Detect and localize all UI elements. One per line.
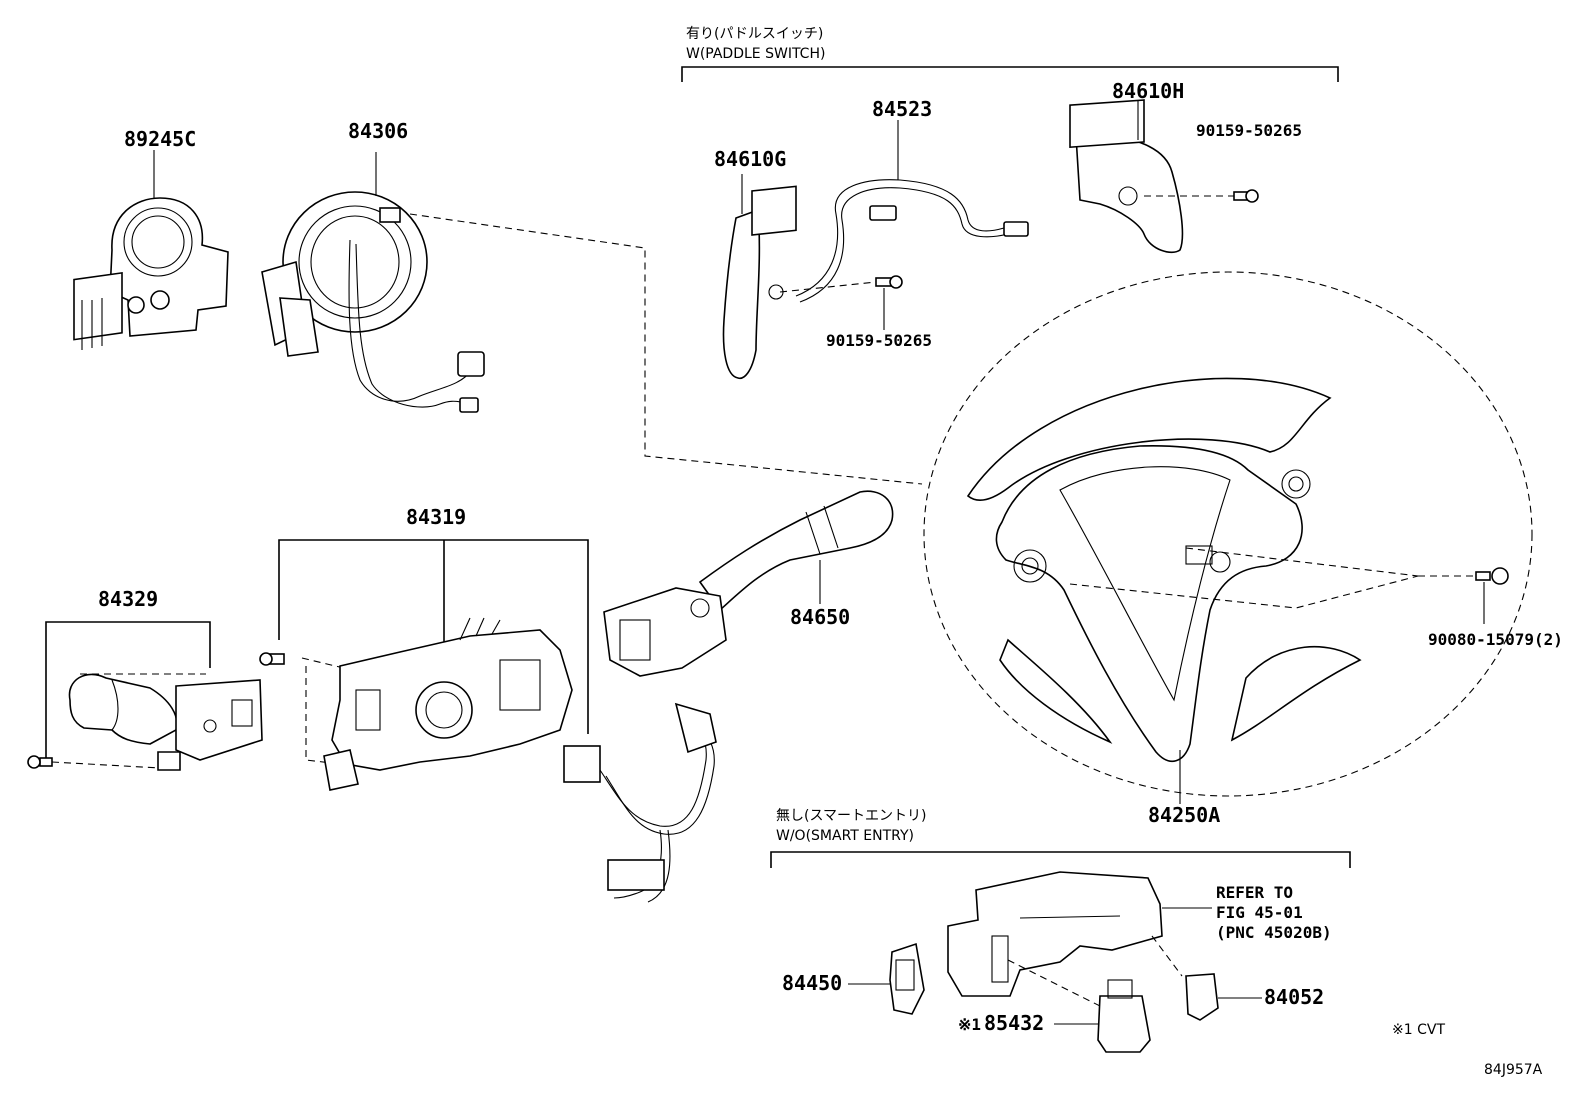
part-label-90080: 90080-15079(2) [1428, 630, 1563, 649]
smart-entry-bracket [770, 851, 1351, 868]
part-label-89245c: 89245C [124, 127, 196, 151]
part-label-90159-lower: 90159-50265 [826, 331, 932, 350]
part-label-84610g: 84610G [714, 147, 786, 171]
part-label-84650: 84650 [790, 605, 850, 629]
part-label-90159-upper: 90159-50265 [1196, 121, 1302, 140]
part-label-84450: 84450 [782, 971, 842, 995]
part-label-84052: 84052 [1264, 985, 1324, 1009]
part-84319-combination-switch [305, 617, 573, 791]
screw-90159-upper [1144, 189, 1259, 203]
part-84650-wiper-switch [603, 490, 894, 677]
paddle-switch-note-en: W(PADDLE SWITCH) [686, 46, 825, 62]
part-84250a-steering-wheel [923, 271, 1533, 804]
paddle-switch-bracket [681, 66, 1339, 82]
mark-85432: ※1 [958, 1015, 981, 1034]
cvt-note: ※1 CVT [1392, 1022, 1445, 1038]
part-84306-spiral-cable [261, 152, 485, 413]
part-84523-paddle-wire [795, 120, 1029, 303]
screw-90159-lower [779, 275, 903, 330]
part-label-85432: 85432 [984, 1011, 1044, 1035]
diagram-id: 84J957A [1484, 1062, 1543, 1078]
part-label-84306: 84306 [348, 119, 408, 143]
part-84319-switch-bracket [259, 539, 589, 734]
smart-entry-note-en: W/O(SMART ENTRY) [776, 828, 914, 844]
part-84319-harness [563, 702, 717, 903]
part-label-84610h: 84610H [1112, 79, 1184, 103]
part-84610h-paddle-right [1069, 99, 1184, 254]
part-label-84523: 84523 [872, 97, 932, 121]
part-84450-switch [848, 942, 925, 1015]
part-label-84319: 84319 [406, 505, 466, 529]
part-column-cover [947, 871, 1212, 1009]
part-85432-switch [1054, 979, 1151, 1053]
link-84306-wheel [409, 213, 923, 485]
screw-90080 [1418, 567, 1509, 624]
part-84329-turn-switch [68, 673, 263, 771]
part-label-84250a: 84250A [1148, 803, 1220, 827]
refer-line-3: (PNC 45020B) [1216, 923, 1332, 942]
part-84052-switch [1185, 973, 1262, 1021]
smart-entry-note-jp: 無し(スマートエントリ) [776, 808, 927, 824]
refer-line-2: FIG 45-01 [1216, 903, 1303, 922]
paddle-switch-note-jp: 有り(パドルスイッチ) [686, 26, 823, 42]
part-84610g-paddle-left [722, 174, 797, 380]
part-84329-bracket [27, 621, 211, 769]
refer-line-1: REFER TO [1216, 883, 1293, 902]
part-89245c-steering-sensor [73, 150, 229, 350]
part-label-84329: 84329 [98, 587, 158, 611]
